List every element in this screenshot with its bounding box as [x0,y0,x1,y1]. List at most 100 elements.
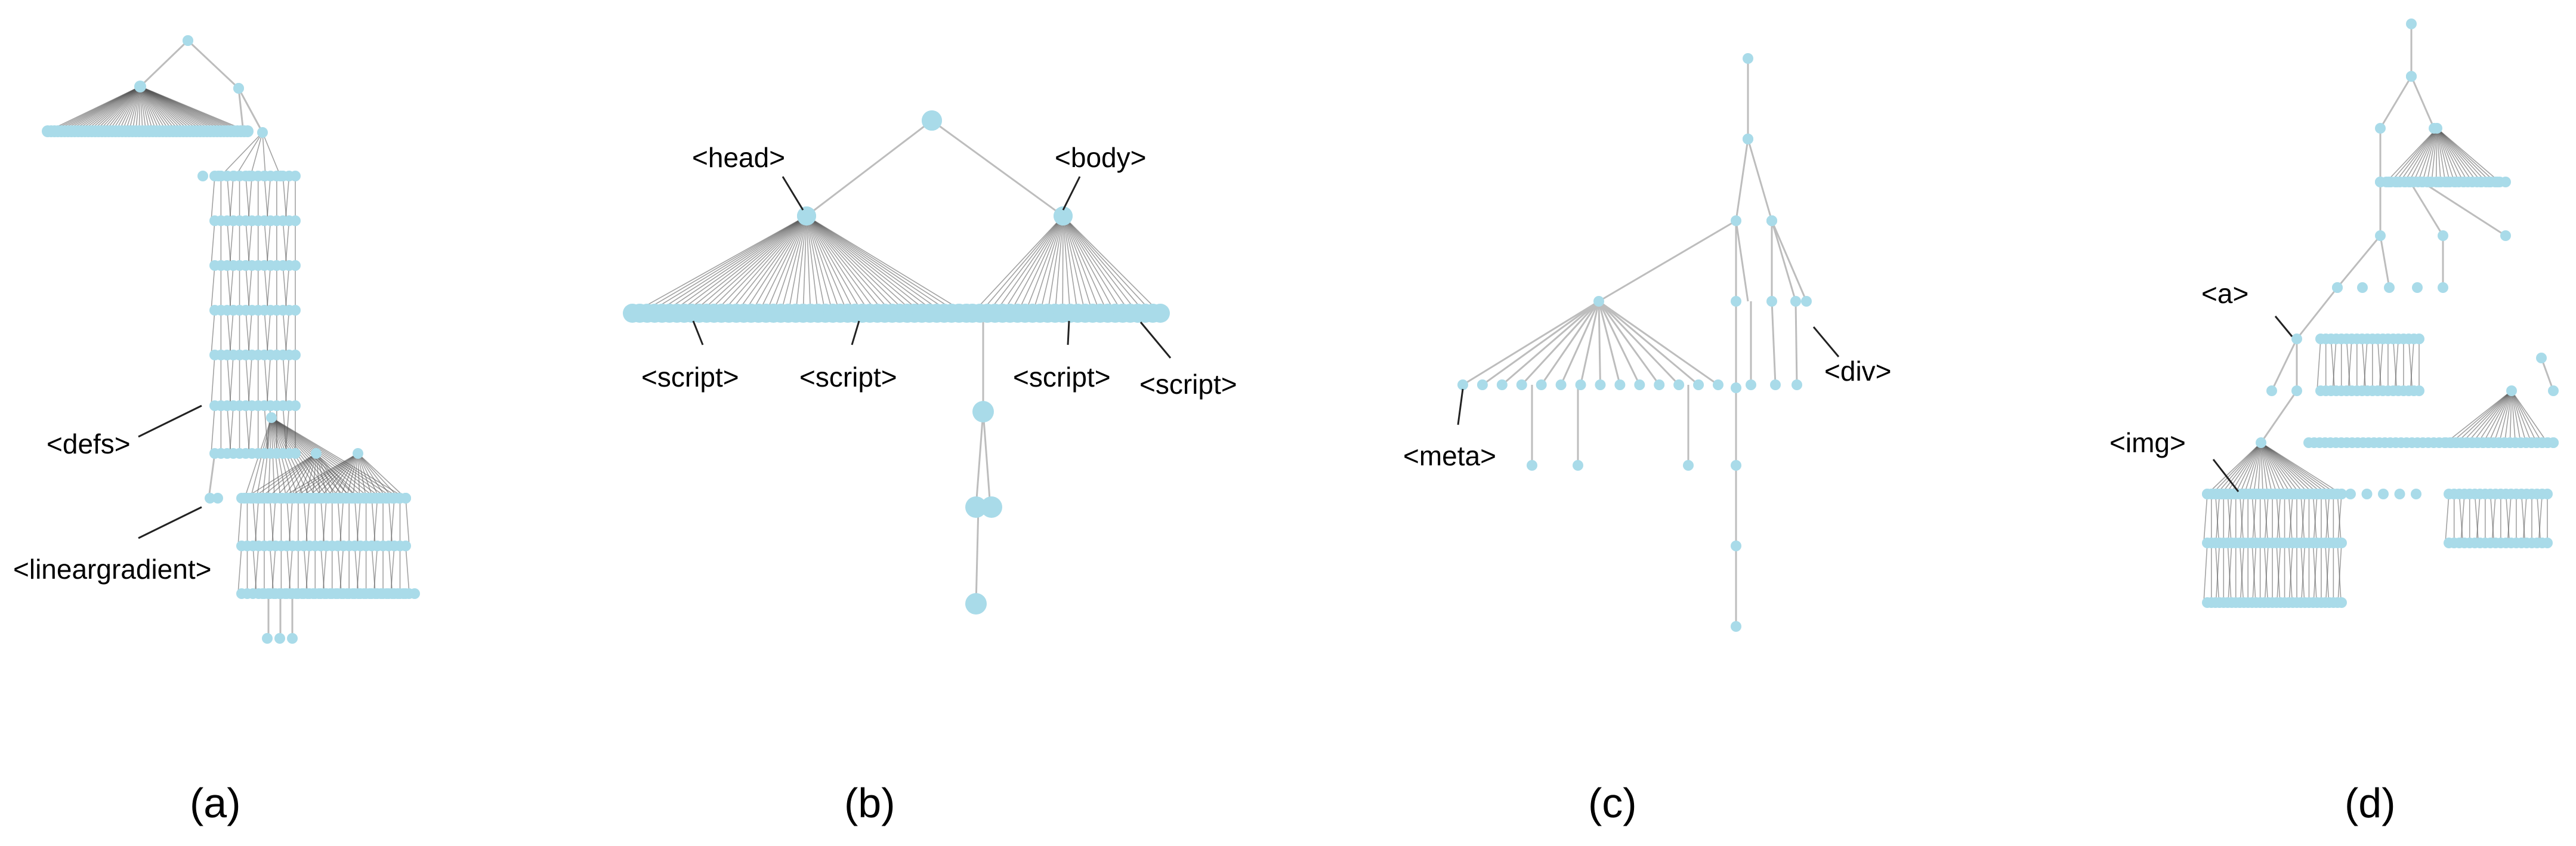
tree-edge [2288,493,2293,544]
tree-edge [2410,76,2435,129]
tree-edge [795,215,807,314]
tree-node [1683,460,1694,471]
tree-node [965,496,987,518]
tree-edge [2337,542,2342,603]
tree-edge [2390,128,2438,183]
tree-node [1746,379,1756,390]
tree-edge [806,215,885,314]
tree-node [1766,215,1777,226]
tree-edge [2276,542,2281,603]
tree-edge [806,215,848,314]
tree-edge [2228,493,2232,544]
tree-edge [2251,542,2256,603]
tree-edge [2214,493,2220,544]
tree-node [260,171,270,181]
tree-edge [187,39,240,89]
tree-edge [2248,442,2262,495]
tree-edge [211,354,215,406]
caption-b: (b) [844,780,895,826]
tree-edge [211,310,215,356]
tree-edge [994,215,1064,314]
tree-edge [2472,390,2512,443]
tree-node [1673,379,1685,390]
tree-edge [1039,215,1064,314]
tree-edge [1794,301,1798,385]
tree-edge [806,215,967,314]
tree-edge [140,86,160,132]
tree-edge [1062,215,1079,314]
tree-edge [1062,215,1161,314]
tree-edge [339,453,359,499]
tree-edge [2234,442,2262,495]
tree-edge [2337,493,2342,544]
tree-edge [211,175,215,221]
leader-div [1812,326,1840,357]
tree-edge [316,453,329,499]
tree-edge [2230,442,2262,495]
tree-edge [2522,493,2528,544]
leader-meta [1457,388,1464,425]
tree-edge [248,354,253,406]
tree-edge [2260,390,2298,443]
panel-d: <a> <img> (d) [2109,278,2396,826]
tree-edge [2312,542,2318,603]
leader-script-2 [851,320,860,345]
tree-edge [132,86,141,132]
tree-node [965,593,987,615]
tree-edge [115,86,141,132]
tree-edge [211,405,215,454]
tree-edge [266,354,271,406]
tree-node [290,260,301,271]
tree-node [2492,177,2503,187]
tree-node [2357,282,2368,293]
tree-edge [806,215,856,314]
tree-edge [2225,442,2262,495]
tree-node [2256,437,2266,448]
tree-node [2432,123,2442,134]
tree-edge [2211,442,2262,495]
tree-node [197,171,208,181]
tree-node [311,448,322,459]
tree-node [1743,134,1753,144]
tree-edge [2399,128,2438,183]
tree-edge [2332,338,2337,391]
tree-edge [2491,493,2496,544]
tree-edge [2325,542,2330,603]
tree-edge [806,215,893,314]
tree-node [262,633,273,644]
tree-node [922,110,942,131]
tree-edge [1062,215,1131,314]
tree-edge [259,453,317,499]
tree-node [290,305,301,316]
tree-node [1731,460,1741,471]
tree-edge [2436,128,2441,183]
tree-edge [2239,542,2244,603]
tree-edge [285,175,290,221]
tree-edge [2203,493,2208,544]
tree-node [1731,296,1741,307]
tree-node [2425,177,2436,187]
tree-edge [647,215,807,314]
tree-edge [743,215,807,314]
tree-edge [640,215,807,314]
tree-node [1536,379,1547,390]
tree-edge [2312,493,2318,544]
tree-node [233,83,244,94]
tree-edge [2436,128,2491,183]
label-a: <a> [2201,278,2248,309]
tree-edge [313,453,359,499]
tree-edge [806,215,818,314]
tree-edge [1598,301,1621,385]
tree-edge [2227,493,2232,544]
tree-edge [806,215,900,314]
tree-edge [357,453,400,499]
tree-edge [931,119,1064,217]
tree-node [134,81,146,92]
tree-edge [2244,442,2262,495]
tree-edge [2316,338,2321,391]
tree-edge [1062,215,1116,314]
tree-edge [237,498,242,546]
tree-edge [2386,128,2438,183]
nodes-layer [42,18,2559,644]
tree-edge [135,86,141,132]
